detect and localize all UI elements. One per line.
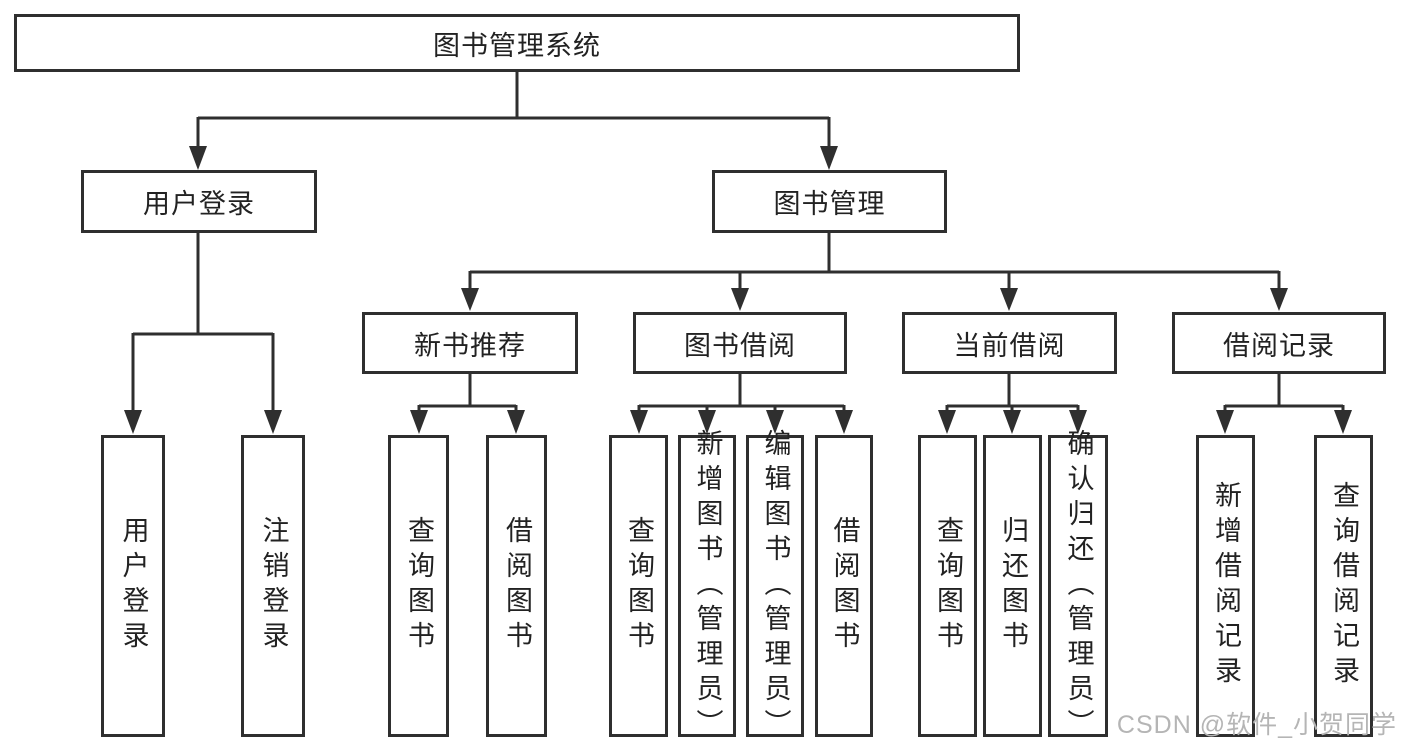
leaf-br-add-record: 新增借阅记录 [1196, 435, 1255, 737]
node-book-management: 图书管理 [712, 170, 947, 233]
node-current-borrow-label: 当前借阅 [953, 330, 1066, 361]
leaf-cb-return-book: 归还图书 [983, 435, 1042, 737]
node-current-borrow: 当前借阅 [902, 312, 1117, 374]
leaf-bb-add-book-admin: 新增图书（管理员） [678, 429, 736, 744]
leaf-cb-confirm-return-admin: 确认归还（管理员） [1048, 429, 1108, 744]
leaf-cb-query-book: 查询图书 [918, 435, 977, 737]
node-root: 图书管理系统 [14, 14, 1020, 72]
node-book-borrow-label: 图书借阅 [684, 330, 796, 361]
connector-user-login [124, 233, 282, 434]
leaf-bb-edit-book-admin-label: 编辑图书（管理员） [760, 428, 791, 744]
leaf-br-query-record-label: 查询借阅记录 [1329, 481, 1360, 691]
node-book-borrow: 图书借阅 [633, 312, 847, 374]
leaf-cb-confirm-return-admin-label: 确认归还（管理员） [1063, 428, 1094, 744]
node-book-management-label: 图书管理 [773, 189, 886, 219]
node-borrow-record: 借阅记录 [1172, 312, 1386, 374]
leaf-cb-return-book-label: 归还图书 [998, 516, 1029, 656]
leaf-nb-query-book-label: 查询图书 [404, 516, 435, 656]
connector-current-borrow [938, 374, 1087, 434]
leaf-cb-query-book-label: 查询图书 [933, 516, 964, 656]
node-user-login: 用户登录 [81, 170, 317, 233]
leaf-bb-query-book: 查询图书 [609, 435, 668, 737]
connector-new-book [410, 374, 525, 434]
node-root-label: 图书管理系统 [433, 30, 601, 61]
leaf-bb-add-book-admin-label: 新增图书（管理员） [692, 428, 723, 744]
leaf-bb-edit-book-admin: 编辑图书（管理员） [746, 429, 804, 744]
connector-borrow-record [1216, 374, 1352, 434]
node-user-login-label: 用户登录 [143, 189, 255, 219]
leaf-bb-query-book-label: 查询图书 [624, 516, 655, 656]
leaf-nb-borrow-book-label: 借阅图书 [502, 516, 533, 656]
leaf-user-login-label: 用户登录 [118, 516, 149, 656]
connector-book-management [461, 233, 1288, 311]
leaf-logout-label: 注销登录 [258, 516, 289, 656]
connector-root [189, 71, 838, 170]
connector-book-borrow [630, 374, 853, 434]
leaf-br-query-record: 查询借阅记录 [1314, 435, 1373, 737]
leaf-br-add-record-label: 新增借阅记录 [1211, 481, 1242, 691]
leaf-user-login: 用户登录 [101, 435, 165, 737]
leaf-logout: 注销登录 [241, 435, 305, 737]
node-new-book-recommend-label: 新书推荐 [414, 330, 526, 361]
leaf-bb-borrow-book: 借阅图书 [815, 435, 873, 737]
leaf-bb-borrow-book-label: 借阅图书 [829, 516, 860, 656]
csdn-watermark: CSDN @软件_小贺同学 [1116, 711, 1397, 739]
node-new-book-recommend: 新书推荐 [362, 312, 578, 374]
leaf-nb-borrow-book: 借阅图书 [486, 435, 547, 737]
leaf-nb-query-book: 查询图书 [388, 435, 449, 737]
node-borrow-record-label: 借阅记录 [1223, 330, 1335, 361]
